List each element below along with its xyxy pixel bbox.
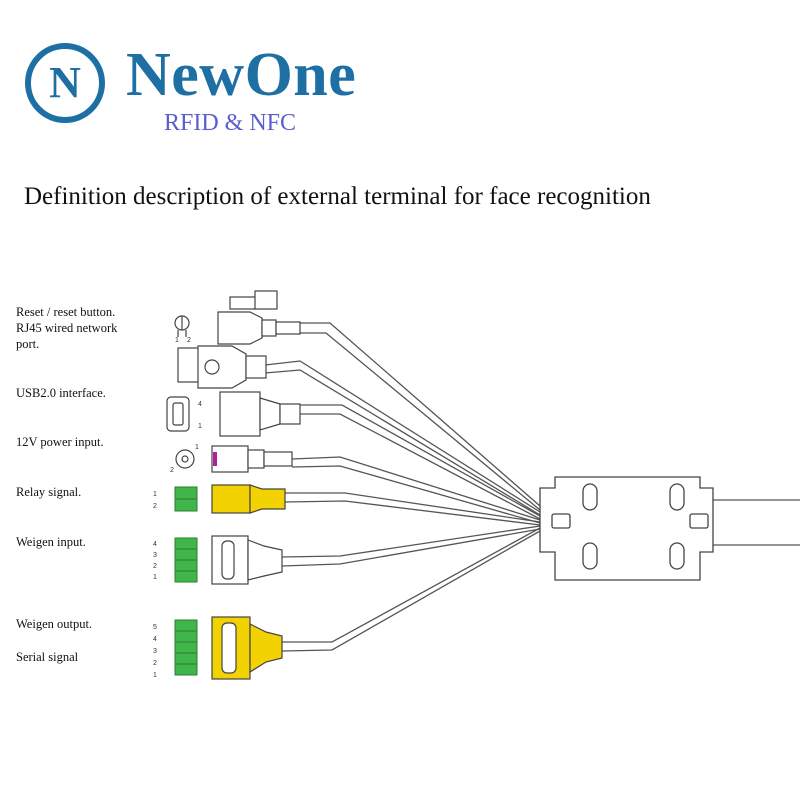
relay-connector: [211, 484, 286, 514]
pin-weigen-out-1: 1: [153, 672, 157, 679]
usb-connector: [166, 391, 301, 437]
label-rj45-line2: port.: [16, 337, 40, 351]
power-pin-marker: [213, 452, 217, 466]
label-power: 12V power input.: [16, 435, 104, 449]
junction-box: [539, 476, 714, 581]
brand-tagline: RFID & NFC: [164, 110, 297, 136]
label-weigen-input: Weigen input.: [16, 535, 86, 549]
label-serial-signal: Serial signal: [16, 650, 79, 664]
pin-weigen-out-5: 5: [153, 624, 157, 631]
reset-connector: [174, 290, 301, 345]
power-connector: [175, 445, 293, 473]
label-weigen-output: Weigen output.: [16, 617, 93, 631]
pin-reset-2: 2: [187, 337, 191, 344]
pin-weigen-in-4: 4: [153, 541, 157, 548]
brand-name: NewOne: [126, 41, 357, 109]
page-title: Definition description of external termi…: [24, 183, 651, 210]
weigen-output-connector: [211, 616, 283, 680]
pin-weigen-in-1: 1: [153, 574, 157, 581]
label-rj45-line1: RJ45 wired network: [16, 321, 118, 335]
weigen-output-terminal: [174, 619, 198, 676]
pin-weigen-in-3: 3: [153, 552, 157, 559]
pin-usb-1: 1: [198, 423, 202, 430]
pin-weigen-in-2: 2: [153, 563, 157, 570]
pin-reset-1: 1: [175, 337, 179, 344]
pin-relay-2: 2: [153, 503, 157, 510]
weigen-input-connector: [211, 535, 283, 585]
weigen-input-terminal: [174, 537, 198, 583]
pin-weigen-out-2: 2: [153, 660, 157, 667]
pin-usb-4: 4: [198, 401, 202, 408]
label-reset: Reset / reset button.: [16, 305, 116, 319]
rj45-connector: [177, 345, 267, 389]
logo-letter: N: [49, 58, 81, 107]
pin-relay-1: 1: [153, 491, 157, 498]
label-usb: USB2.0 interface.: [16, 386, 106, 400]
label-relay: Relay signal.: [16, 485, 82, 499]
pin-weigen-out-3: 3: [153, 648, 157, 655]
logo-n-icon: N: [25, 43, 105, 123]
relay-terminal: [174, 486, 198, 512]
cable-bundle: [264, 322, 800, 652]
pin-power-1: 1: [195, 444, 199, 451]
pin-weigen-out-4: 4: [153, 636, 157, 643]
pin-power-2: 2: [170, 467, 174, 474]
